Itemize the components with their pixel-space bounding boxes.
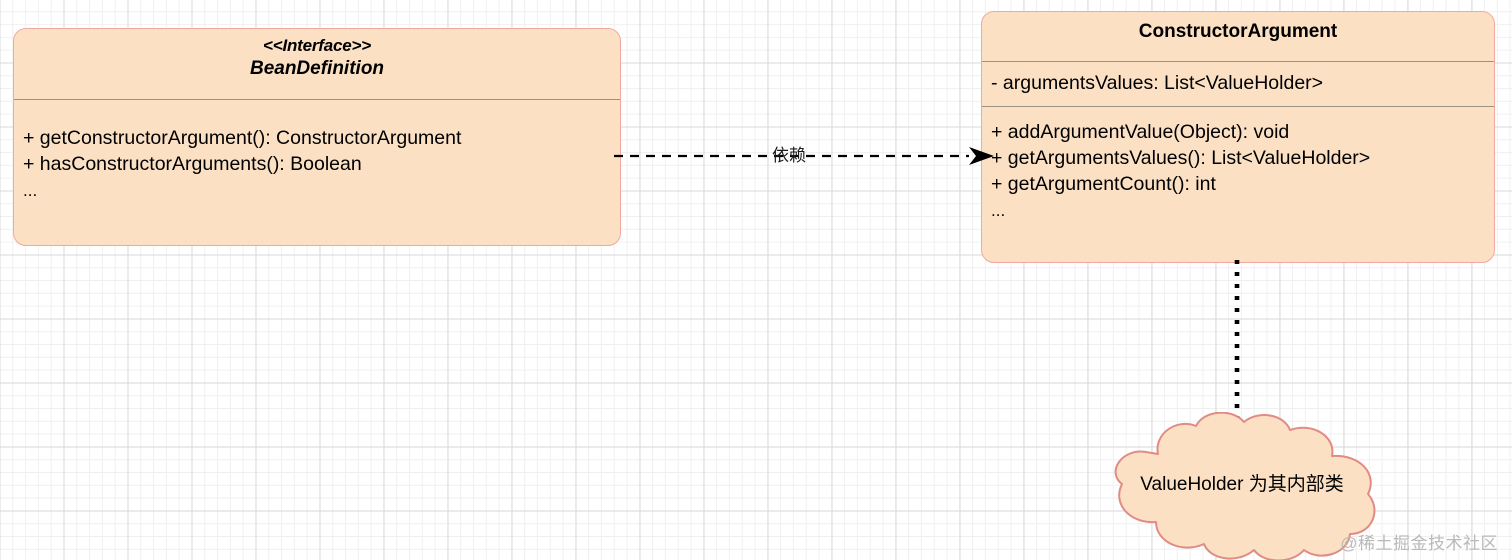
dependency-edge-label: 依赖 — [772, 146, 806, 165]
method-row: + getArgumentsValues(): List<ValueHolder… — [991, 146, 1371, 169]
class-stereotype: <<Interface>> — [263, 36, 371, 55]
uml-class-beandefinition[interactable]: <<Interface>> BeanDefinition + getConstr… — [13, 28, 621, 246]
compartment-separator — [14, 99, 620, 100]
method-row-ellipsis: ... — [23, 180, 38, 200]
class-header-constructorargument: ConstructorArgument — [982, 12, 1494, 61]
methods-compartment: + addArgumentValue(Object): void + getAr… — [982, 107, 1494, 225]
cloud-note[interactable]: ValueHolder 为其内部类 — [1098, 412, 1386, 560]
class-name: ConstructorArgument — [1138, 21, 1338, 42]
attribute-row: - argumentsValues: List<ValueHolder> — [991, 72, 1324, 94]
method-row: + getConstructorArgument(): ConstructorA… — [23, 127, 462, 149]
dependency-edge[interactable] — [614, 136, 994, 176]
method-row: + getArgumentCount(): int — [991, 172, 1216, 195]
note-link-edge[interactable] — [1231, 260, 1243, 422]
methods-compartment: + getConstructorArgument(): ConstructorA… — [14, 100, 620, 205]
attributes-compartment: - argumentsValues: List<ValueHolder> — [982, 62, 1494, 106]
cloud-shape-icon — [1114, 412, 1376, 560]
method-row: + addArgumentValue(Object): void — [991, 120, 1290, 143]
cloud-note-text: ValueHolder 为其内部类 — [1140, 474, 1344, 495]
compartment-separator — [982, 61, 1494, 62]
dependency-arrowhead-icon — [969, 147, 994, 165]
uml-class-constructorargument[interactable]: ConstructorArgument - argumentsValues: L… — [981, 11, 1495, 263]
method-row: + hasConstructorArguments(): Boolean — [23, 152, 362, 175]
watermark: @稀土掘金技术社区 — [1340, 534, 1498, 553]
class-name: BeanDefinition — [249, 57, 385, 79]
compartment-separator — [982, 105, 1494, 107]
class-header-beandefinition: <<Interface>> BeanDefinition — [14, 29, 620, 99]
method-row-ellipsis: ... — [991, 200, 1006, 220]
